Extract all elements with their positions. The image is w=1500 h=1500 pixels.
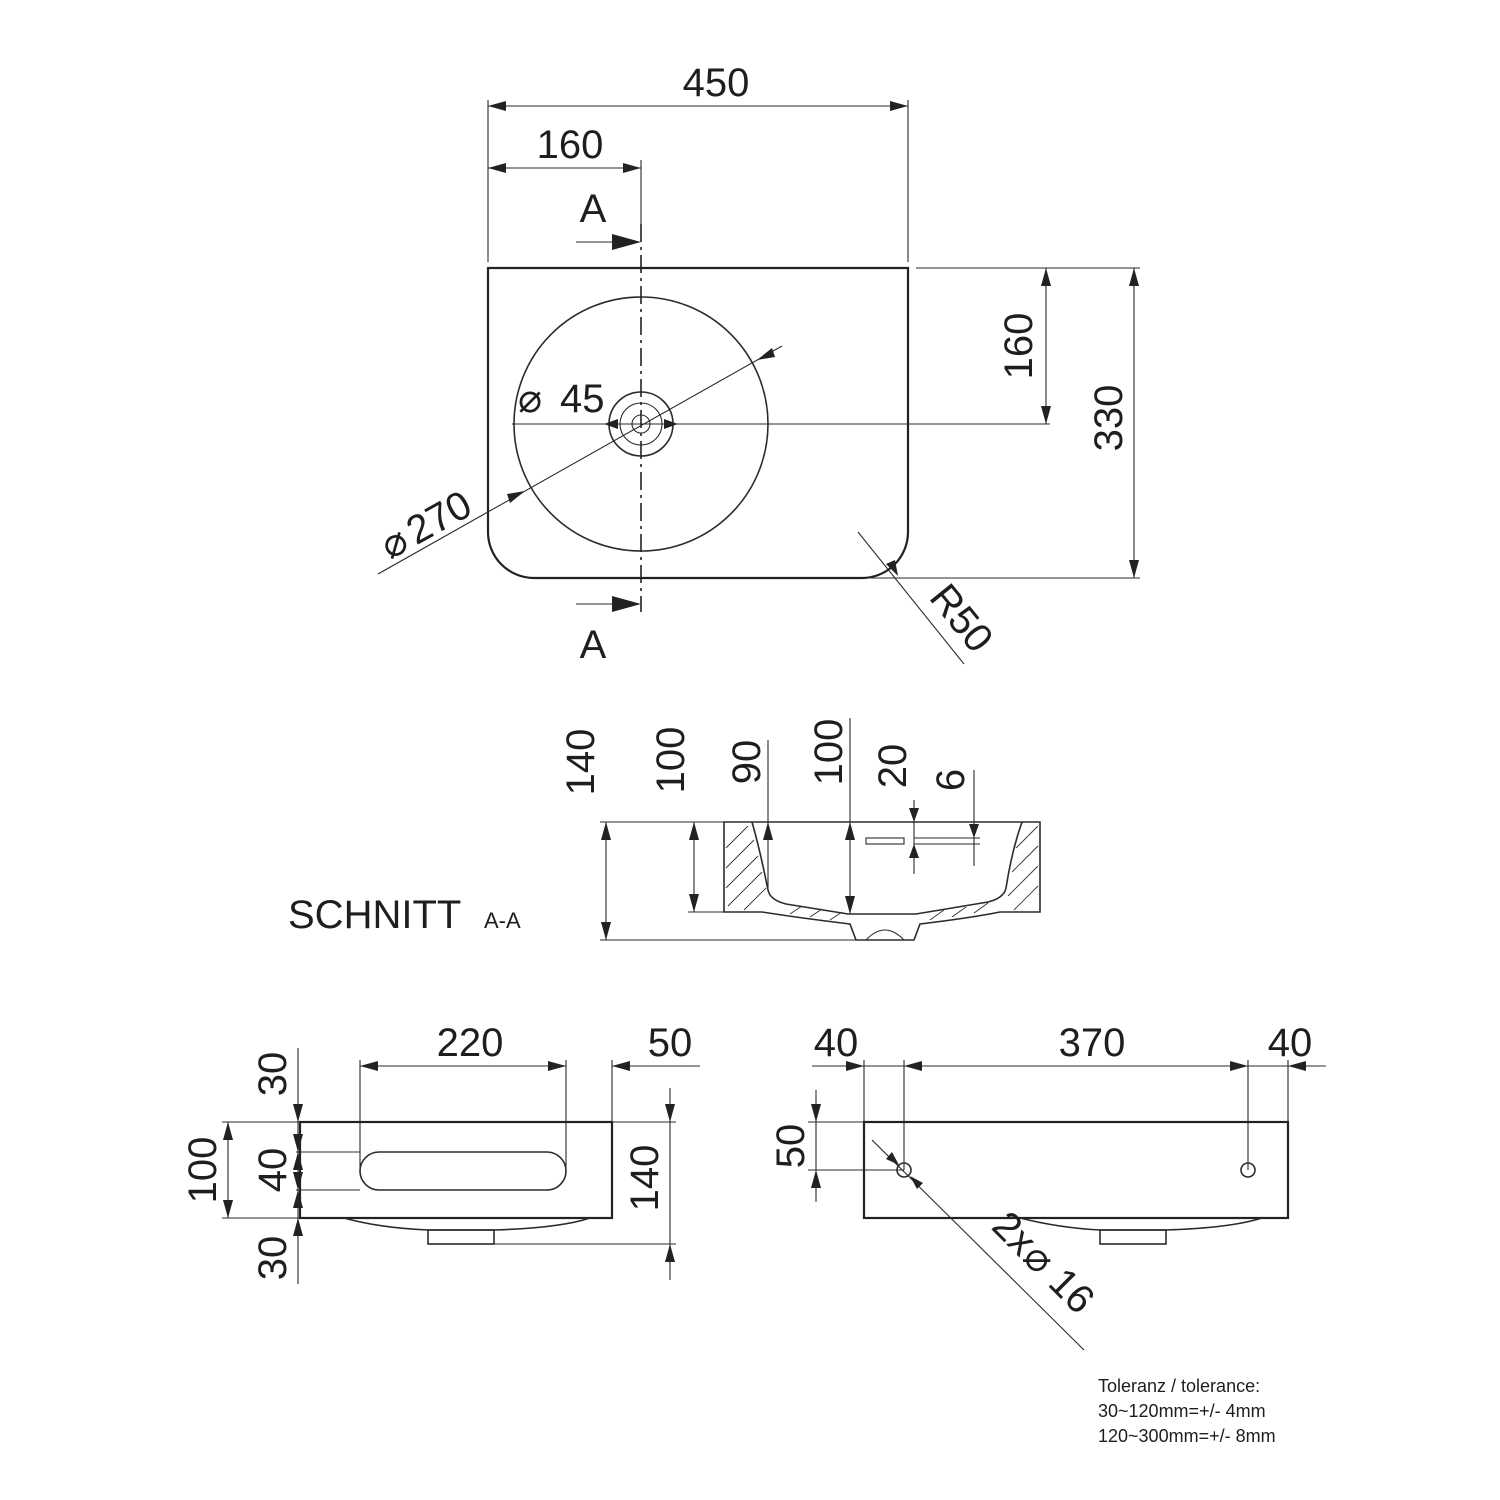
section-title-suffix: A-A: [484, 908, 521, 933]
leader-r50: [857, 531, 965, 665]
dim-total: 140: [623, 1145, 667, 1212]
tolerance-line-1: 30~120mm=+/- 4mm: [1098, 1401, 1266, 1421]
section-inner: [751, 821, 1023, 915]
section-mark-top: A: [580, 187, 607, 231]
tolerance-line-2: 120~300mm=+/- 8mm: [1098, 1426, 1276, 1446]
dim-width: 450: [683, 61, 750, 105]
basin-outline: [486, 266, 910, 580]
dim-center-y: 160: [997, 313, 1041, 380]
dim-height: 330: [1087, 385, 1131, 452]
dim-offset: 160: [537, 123, 604, 167]
dim-hole-diameter: 16: [1040, 1260, 1103, 1323]
dim-left: 40: [814, 1021, 859, 1065]
dim-hole-height: 50: [769, 1124, 813, 1169]
dim-radius: R50: [921, 576, 1001, 661]
section-outer: [723, 821, 1041, 941]
dim-wall: 90: [725, 740, 769, 785]
top-view: 450 160 160 330 ⌀ 270 ⌀ 45 R50: [373, 61, 1140, 667]
tolerance-note: Toleranz / tolerance: 30~120mm=+/- 4mm 1…: [1098, 1376, 1276, 1446]
tolerance-title: Toleranz / tolerance:: [1098, 1376, 1260, 1396]
hatch-left: [725, 825, 843, 921]
overflow-slot: [865, 837, 905, 845]
dim-body: 100: [181, 1137, 225, 1204]
section-mark-bottom: A: [580, 623, 607, 667]
dim-inner-depth: 100: [649, 727, 693, 794]
dim-overflow-h: 6: [929, 769, 973, 791]
dim-slot-length: 220: [437, 1021, 504, 1065]
section-title: SCHNITT: [288, 893, 461, 937]
side-bowl: [343, 1217, 591, 1231]
dim-total-height: 140: [559, 729, 603, 796]
dim-bowl-depth: 100: [807, 719, 851, 786]
dim-overflow-top: 20: [871, 744, 915, 789]
back-view: 40 370 40 50 2x ⌀ 16: [769, 1021, 1326, 1351]
back-drain: [1099, 1229, 1167, 1245]
back-body: [862, 1120, 1290, 1220]
slot: [359, 1151, 567, 1191]
dim-right: 40: [1268, 1021, 1313, 1065]
back-bowl: [1019, 1217, 1263, 1231]
dim-drain-diameter: 45: [560, 377, 605, 421]
dim-end: 50: [648, 1021, 693, 1065]
section-view: SCHNITT A-A: [288, 718, 1041, 941]
leader-270: [377, 345, 783, 575]
dim-slot: 40: [251, 1148, 295, 1193]
dim-bowl-diameter: 270: [399, 482, 479, 553]
side-drain: [427, 1229, 495, 1245]
dim-bottom: 30: [251, 1236, 295, 1281]
dim-top: 30: [251, 1052, 295, 1097]
hatch-right: [929, 825, 1039, 921]
leader-holes: [871, 1139, 1085, 1351]
diameter-symbol-45: ⌀: [518, 377, 542, 421]
side-view: 220 50 100 30 40 30 140: [181, 1021, 700, 1284]
dim-span: 370: [1059, 1021, 1126, 1065]
